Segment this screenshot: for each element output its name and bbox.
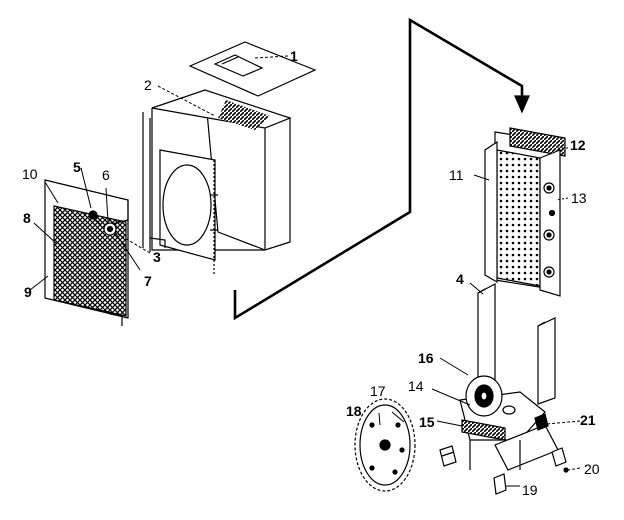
callout-part-9: 9 (24, 284, 32, 300)
callout-part-1: 1 (290, 48, 298, 64)
callout-part-3: 3 (153, 249, 161, 265)
callout-part-13: 13 (571, 190, 587, 206)
callout-part-16: 16 (418, 350, 434, 366)
callout-part-4: 4 (456, 271, 464, 287)
callout-part-5: 5 (73, 159, 81, 175)
callout-part-12: 12 (570, 137, 586, 153)
leader-lines (29, 55, 581, 487)
callout-part-17: 17 (370, 383, 386, 399)
fan-wheel (354, 398, 416, 492)
callout-part-6: 6 (102, 167, 110, 183)
assembly-connector-line (233, 17, 530, 321)
mount-bracket (142, 112, 166, 248)
blower-motor-assembly (439, 375, 569, 495)
callout-part-18: 18 (346, 403, 362, 419)
top-lid (188, 41, 317, 97)
heat-exchanger-core (484, 127, 566, 297)
callout-part-20: 20 (584, 461, 600, 477)
front-grille-panel (44, 179, 129, 326)
callout-part-14: 14 (408, 378, 424, 394)
callout-part-15: 15 (419, 414, 435, 430)
callout-part-19: 19 (522, 482, 538, 498)
callout-part-10: 10 (22, 166, 38, 182)
callout-part-8: 8 (23, 210, 31, 226)
callout-part-2: 2 (144, 77, 152, 93)
cabinet-housing (149, 89, 292, 275)
callout-part-7: 7 (144, 273, 152, 289)
callout-part-21: 21 (580, 412, 596, 428)
callout-part-11: 11 (449, 167, 464, 183)
